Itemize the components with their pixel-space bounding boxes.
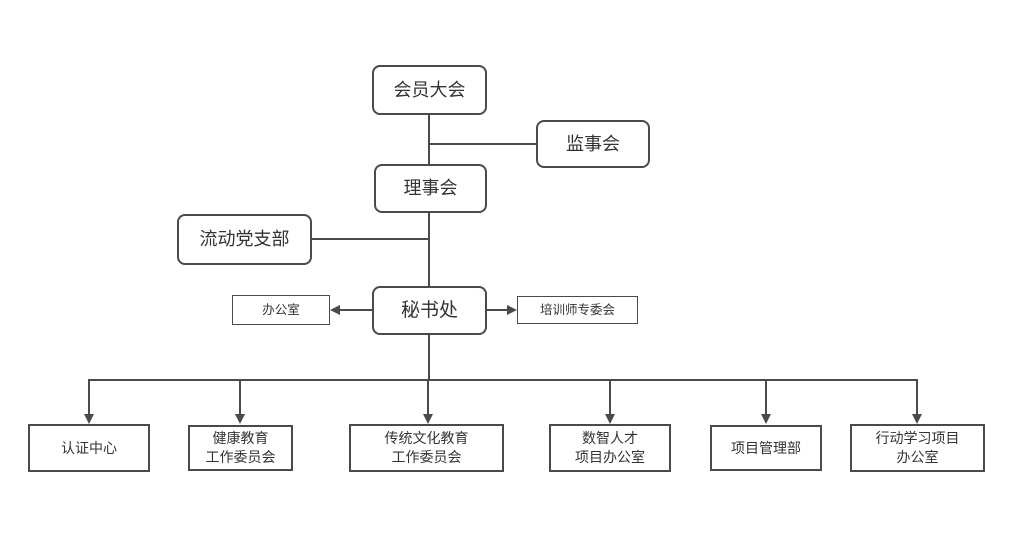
arrow-down-icon (605, 414, 615, 424)
arrow-down-icon (84, 414, 94, 424)
node-digital-talent-office: 数智人才 项目办公室 (549, 424, 671, 472)
connector-secretariat-to-office (340, 309, 372, 311)
connector-council-to-secretariat (428, 213, 430, 286)
connector-to-supervisory-board (429, 143, 536, 145)
arrow-down-icon (761, 414, 771, 424)
node-project-management-dept: 项目管理部 (710, 425, 822, 471)
connector-drop-project-mgmt (765, 380, 767, 414)
connector-drop-tradition (427, 380, 429, 414)
connector-drop-action-learning (916, 380, 918, 414)
connector-drop-health (239, 380, 241, 414)
node-mobile-party-branch: 流动党支部 (177, 214, 312, 265)
node-council: 理事会 (374, 164, 487, 213)
node-secretariat: 秘书处 (372, 286, 487, 335)
node-trainer-committee: 培训师专委会 (517, 296, 638, 324)
node-supervisory-board: 监事会 (536, 120, 650, 168)
node-members-assembly: 会员大会 (372, 65, 487, 115)
arrow-right-icon (507, 305, 517, 315)
arrow-down-icon (912, 414, 922, 424)
node-action-learning-office: 行动学习项目 办公室 (850, 424, 985, 472)
node-certification-center: 认证中心 (28, 424, 150, 472)
connector-distribution-bar (88, 379, 918, 381)
node-office: 办公室 (232, 295, 330, 325)
node-health-education-committee: 健康教育 工作委员会 (188, 425, 293, 471)
connector-secretariat-down (428, 335, 430, 380)
connector-members-to-council (428, 115, 430, 164)
connector-drop-certification (88, 380, 90, 414)
arrow-left-icon (330, 305, 340, 315)
arrow-down-icon (235, 414, 245, 424)
connector-secretariat-to-trainer (487, 309, 507, 311)
node-traditional-culture-committee: 传统文化教育 工作委员会 (349, 424, 504, 472)
arrow-down-icon (423, 414, 433, 424)
connector-to-mobile-party-branch (312, 238, 429, 240)
connector-drop-digital (609, 380, 611, 414)
